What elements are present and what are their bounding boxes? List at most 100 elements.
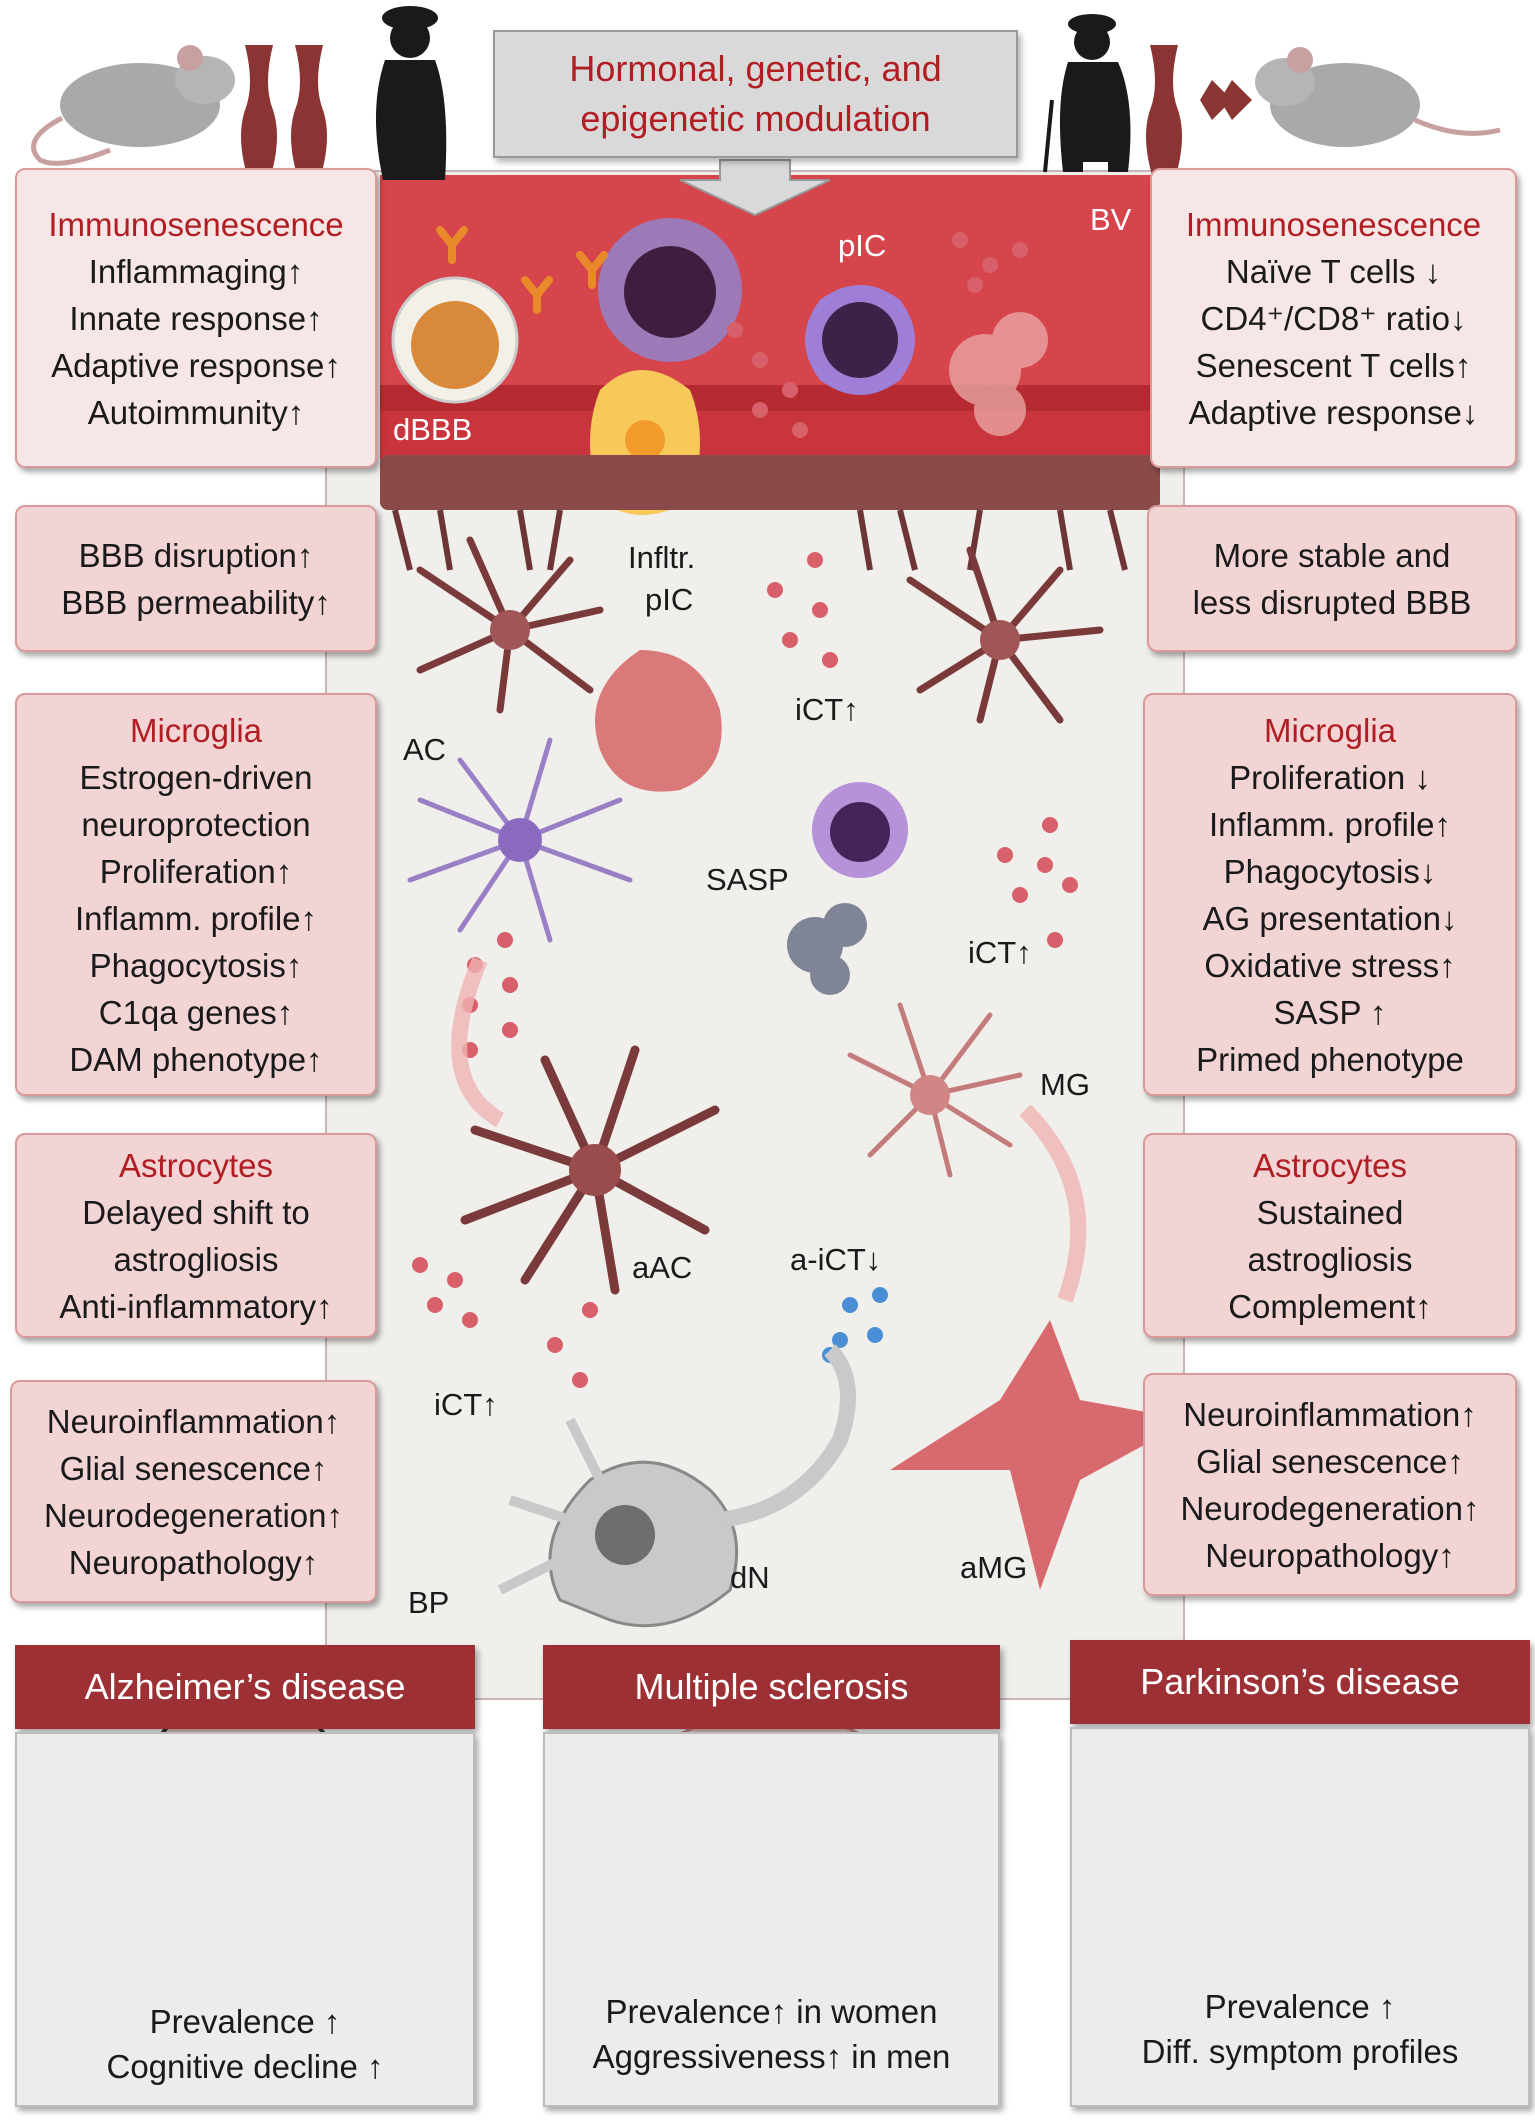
right-immunosenescence-title: Immunosenescence: [1185, 205, 1482, 243]
left-astrocytes-line: astrogliosis: [113, 1240, 279, 1278]
left-astrocytes-box: Astrocytes Delayed shift to astrogliosis…: [15, 1133, 377, 1338]
left-immunosenescence-title: Immunosenescence: [48, 205, 344, 243]
right-bbb-line: More stable and: [1213, 536, 1451, 574]
plasma-cell-icon: [391, 276, 519, 404]
disease-panel-pd: Prevalence ↑ Diff. symptom profiles: [1070, 1727, 1530, 2107]
left-microglia-line: C1qa genes↑: [98, 993, 294, 1031]
xy-chromosomes-icon: [1146, 45, 1252, 185]
label-infltr: Infltr.: [628, 540, 696, 575]
left-astrocytes-line: Anti-inflammatory↑: [59, 1287, 333, 1325]
ms-line: Prevalence↑ in women: [605, 1993, 938, 2030]
banner-line-1: Hormonal, genetic, and: [569, 48, 942, 89]
label-infltr-pic: pIC: [645, 582, 694, 617]
right-immunosenescence-line: Naïve T cells ↓: [1225, 252, 1442, 290]
label-dn: dN: [730, 1560, 770, 1595]
right-outcomes-box: Neuroinflammation↑ Glial senescence↑ Neu…: [1143, 1373, 1517, 1596]
microglia-icon: [847, 1002, 1023, 1178]
woman-silhouette-icon: [375, 6, 447, 180]
left-immunosenescence-line: Innate response↑: [69, 299, 323, 337]
xx-chromosomes-icon: [241, 45, 327, 185]
left-microglia-line: DAM phenotype↑: [69, 1040, 323, 1078]
left-microglia-line: Phagocytosis↑: [89, 946, 303, 984]
disease-panel-ms: Prevalence↑ in women Aggressiveness↑ in …: [543, 1732, 1000, 2107]
macrophage-icon: [598, 218, 742, 362]
ad-line: Cognitive decline ↑: [106, 2048, 384, 2085]
left-outcome-line: Neuropathology↑: [68, 1543, 319, 1581]
right-bbb-line: less disrupted BBB: [1192, 583, 1472, 621]
label-a-ict: a-iCT↓: [790, 1242, 882, 1277]
left-bbb-line: BBB disruption↑: [78, 536, 314, 574]
right-astrocytes-line: Sustained: [1256, 1193, 1404, 1231]
sasp-cell-icon: [812, 782, 908, 878]
left-outcome-line: Neuroinflammation↑: [46, 1402, 341, 1440]
right-microglia-line: Phagocytosis↓: [1223, 852, 1437, 890]
activation-arrow-left: [451, 956, 505, 1127]
left-microglia-line: neuroprotection: [81, 805, 311, 843]
right-microglia-line: Proliferation ↓: [1229, 758, 1431, 796]
cytokine-dots-vessel: [727, 232, 1028, 438]
senescent-debris-icon: [787, 903, 867, 995]
left-microglia-line: Inflamm. profile↑: [74, 899, 318, 937]
left-immunosenescence-line: Adaptive response↑: [51, 346, 341, 384]
activated-microglia-icon: [890, 1320, 1190, 1590]
left-outcome-line: Glial senescence↑: [59, 1449, 328, 1487]
vessel-wall-stripe: [380, 385, 1160, 411]
label-aac: aAC: [632, 1250, 693, 1285]
right-outcome-line: Neurodegeneration↑: [1180, 1489, 1480, 1527]
right-microglia-line: Oxidative stress↑: [1204, 946, 1456, 984]
cytokine-dots-parenchyma: [412, 552, 1078, 1388]
bbb-endothelium: [380, 455, 1160, 571]
label-bv: BV: [1090, 202, 1132, 237]
label-sasp: SASP: [706, 862, 789, 897]
monocyte-icon: [805, 285, 915, 395]
ms-line: Aggressiveness↑ in men: [592, 2038, 951, 2075]
right-astrocytes-box: Astrocytes Sustained astrogliosis Comple…: [1143, 1133, 1517, 1338]
label-bp: BP: [408, 1585, 450, 1620]
right-microglia-box: Microglia Proliferation ↓ Inflamm. profi…: [1143, 693, 1517, 1096]
right-immunosenescence-box: Immunosenescence Naïve T cells ↓ CD4⁺/CD…: [1150, 168, 1517, 468]
disease-panel-ad: Prevalence ↑ Cognitive decline ↑: [15, 1732, 475, 2107]
right-immunosenescence-line: Adaptive response↓: [1188, 393, 1479, 431]
right-bbb-box: More stable and less disrupted BBB: [1147, 505, 1517, 652]
man-silhouette-icon: [1043, 14, 1131, 173]
right-microglia-line: Primed phenotype: [1196, 1040, 1464, 1078]
left-bbb-line: BBB permeability↑: [61, 583, 331, 621]
disease-header-ms: Multiple sclerosis: [543, 1645, 1000, 1729]
left-astrocytes-title: Astrocytes: [118, 1146, 274, 1184]
left-microglia-line: Estrogen-driven: [79, 758, 313, 796]
infiltrating-pic-icon: [595, 650, 722, 792]
modulation-banner: Hormonal, genetic, and epigenetic modula…: [493, 30, 1018, 158]
right-astrocytes-line: astrogliosis: [1247, 1240, 1413, 1278]
right-microglia-line: AG presentation↓: [1202, 899, 1458, 937]
right-outcome-line: Neuroinflammation↑: [1183, 1395, 1477, 1433]
label-pic: pIC: [838, 228, 887, 263]
left-microglia-box: Microglia Estrogen-driven neuroprotectio…: [15, 693, 377, 1096]
left-astrocytes-line: Delayed shift to: [82, 1193, 310, 1231]
right-immunosenescence-line: CD4⁺/CD8⁺ ratio↓: [1200, 299, 1467, 337]
right-astrocytes-line: Complement↑: [1228, 1287, 1432, 1325]
left-immunosenescence-box: Immunosenescence Inflammaging↑ Innate re…: [15, 168, 377, 468]
left-outcomes-box: Neuroinflammation↑ Glial senescence↑ Neu…: [10, 1380, 377, 1603]
astrocyte-icon: [416, 536, 1104, 724]
ad-line: Prevalence ↑: [149, 2003, 341, 2040]
male-mouse-icon: [1255, 47, 1501, 147]
female-mouse-icon: [31, 45, 235, 166]
activated-astrocyte-icon: [460, 1045, 720, 1295]
left-bbb-box: BBB disruption↑ BBB permeability↑: [15, 505, 377, 652]
label-ict-1: iCT↑: [795, 692, 859, 727]
right-microglia-line: SASP ↑: [1273, 993, 1387, 1031]
pd-line: Prevalence ↑: [1204, 1988, 1396, 2025]
label-ac: AC: [403, 732, 447, 767]
left-outcome-line: Neurodegeneration↑: [43, 1496, 344, 1534]
resting-astrocyte-icon: [407, 737, 633, 943]
right-astrocytes-title: Astrocytes: [1252, 1146, 1408, 1184]
activation-arrow-right: [1019, 1104, 1087, 1303]
astrocyte-body-right: [980, 620, 1020, 660]
antibody-icons: [436, 226, 608, 314]
left-immunosenescence-line: Inflammaging↑: [88, 252, 304, 290]
label-mg: MG: [1040, 1067, 1090, 1102]
label-ict-2: iCT↑: [968, 935, 1032, 970]
left-microglia-line: Proliferation↑: [99, 852, 293, 890]
right-outcome-line: Glial senescence↑: [1196, 1442, 1464, 1480]
